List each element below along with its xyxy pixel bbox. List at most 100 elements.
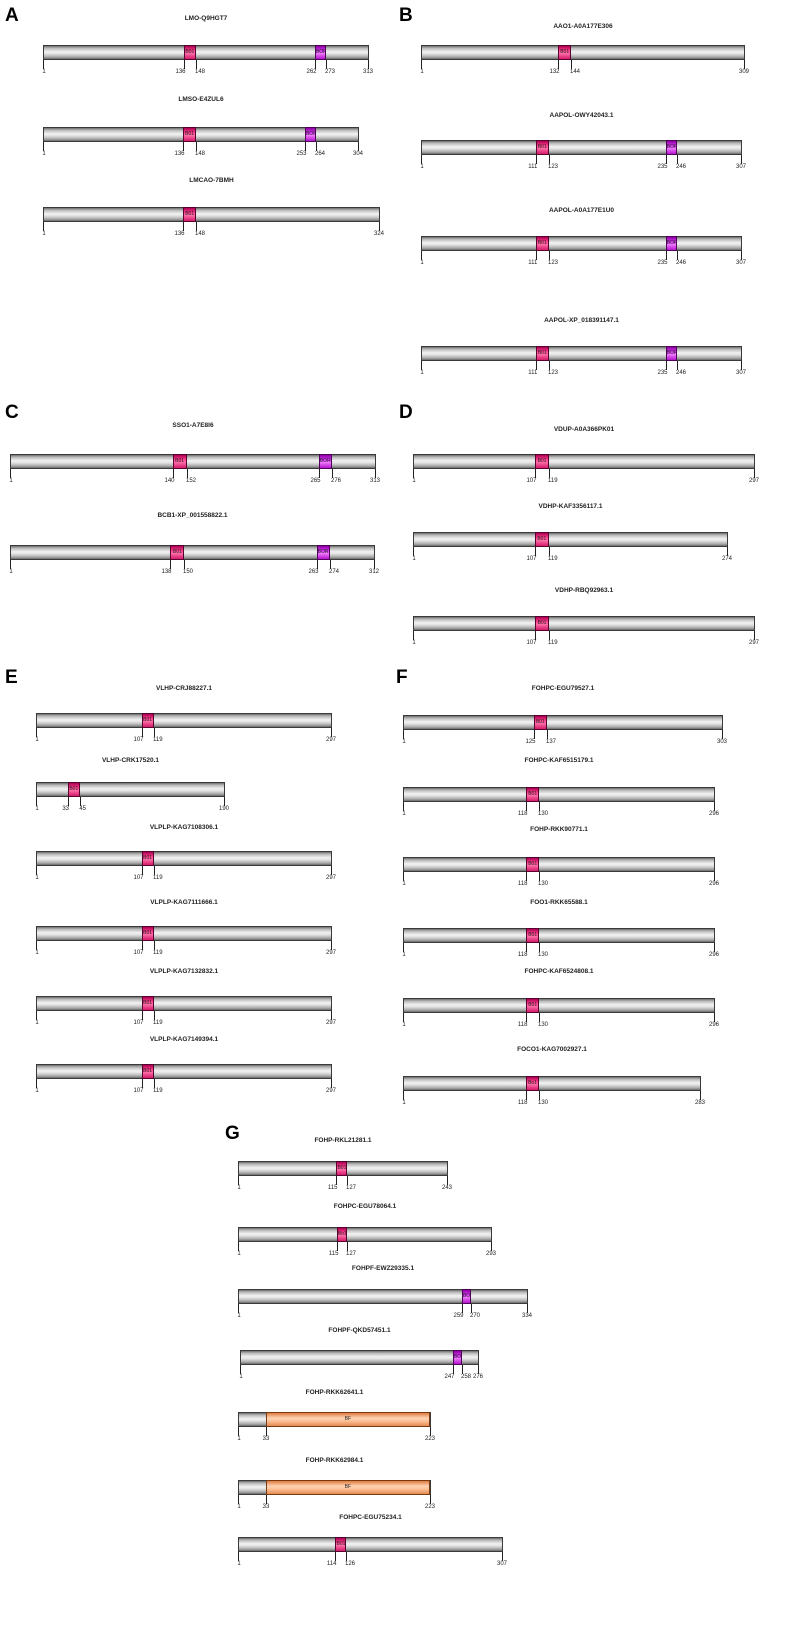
tick-fohpc-egu78064-1 bbox=[337, 1242, 338, 1251]
tick-vlhp-crk17520-1 bbox=[68, 797, 69, 806]
tick-vlhp-crk17520-1 bbox=[80, 797, 81, 806]
tick-label-aapol-a0a177e1u0: 111 bbox=[528, 260, 538, 266]
tick-lmso-e4zul6 bbox=[358, 142, 359, 151]
tick-aapol-xp-018391147-1 bbox=[741, 361, 742, 370]
domain-bor-fohpf-qkd57451-1: BOR bbox=[452, 1350, 463, 1365]
tick-label-lmso-e4zul6: 148 bbox=[194, 151, 206, 157]
tick-label-fohpf-qkd57451-1: 276 bbox=[472, 1374, 484, 1380]
tick-label-fohpf-ewz29335-1: 270 bbox=[469, 1313, 481, 1319]
tick-label-fohp-rkk62641-1: 33 bbox=[262, 1436, 270, 1442]
protein-title-fohpc-kaf6524808-1: FOHPC-KAF6524808.1 bbox=[524, 968, 594, 975]
tick-fohpc-egu79527-1 bbox=[547, 730, 548, 739]
tick-label-fohpc-egu79527-1: 125 bbox=[525, 739, 536, 745]
tick-fohpc-egu75234-1 bbox=[335, 1552, 336, 1561]
tick-label-vdhp-kaf3356117-1: 107 bbox=[526, 556, 537, 562]
tick-fohp-rkk62984-1 bbox=[266, 1495, 267, 1504]
tick-lmcao-7bmh bbox=[183, 222, 184, 231]
tick-label-fohpf-qkd57451-1: 258 bbox=[460, 1374, 472, 1380]
tick-vdhp-kaf3356117-1 bbox=[535, 547, 536, 556]
tick-label-vdhp-rbq92963-1: 119 bbox=[548, 640, 558, 646]
tick-aao1-a0a177e306 bbox=[558, 60, 559, 69]
domain-bor-sso1-a7e8i6: BOR bbox=[318, 454, 332, 469]
tick-vlplp-kag7108306-1 bbox=[36, 866, 37, 875]
panel-letter-g: G bbox=[225, 1123, 240, 1144]
tick-label-foo1-rkk65588-1: 1 bbox=[402, 952, 406, 958]
protein-title-aapol-xp-018391147-1: AAPOL-XP_018391147.1 bbox=[544, 317, 619, 324]
tick-vdup-a0a366pk01 bbox=[549, 469, 550, 478]
domain-bor-fohpf-ewz29335-1: BOR bbox=[461, 1289, 472, 1304]
tick-fohp-rkk62984-1 bbox=[238, 1495, 239, 1504]
tick-aapol-a0a177e1u0 bbox=[741, 251, 742, 260]
protein-title-aapol-owy42043-1: AAPOL-OWY42043.1 bbox=[549, 112, 614, 119]
tick-label-lmcao-7bmh: 324 bbox=[373, 231, 385, 237]
tick-label-sso1-a7e8i6: 140 bbox=[164, 478, 175, 484]
tick-fohp-rkk62641-1 bbox=[430, 1427, 431, 1436]
tick-label-sso1-a7e8i6: 276 bbox=[330, 478, 342, 484]
panel-letter-f: F bbox=[396, 667, 408, 688]
domain-b01-fohpc-kaf6524808-1: B01 bbox=[526, 998, 539, 1013]
tick-vlplp-kag7111666-1 bbox=[154, 941, 155, 950]
tick-fohpf-ewz29335-1 bbox=[527, 1304, 528, 1313]
domain-b01-bcb1-xp-001558822-1: B01 bbox=[170, 545, 185, 560]
tick-lmso-e4zul6 bbox=[305, 142, 306, 151]
tick-label-aapol-a0a177e1u0: 123 bbox=[547, 260, 559, 266]
tick-label-lmso-e4zul6: 253 bbox=[296, 151, 307, 157]
panel-letter-c: C bbox=[5, 402, 19, 423]
protein-bar-fohp-rkk90771-1: B01 bbox=[403, 857, 715, 872]
tick-fohpf-ewz29335-1 bbox=[462, 1304, 463, 1313]
domain-b01-fohpc-egu78064-1: Bo1 bbox=[336, 1227, 348, 1242]
tick-fohpf-ewz29335-1 bbox=[238, 1304, 239, 1313]
protein-bar-fohp-rkl21281-1: B01 bbox=[238, 1161, 448, 1176]
tick-label-fohpc-egu79527-1: 303 bbox=[716, 739, 728, 745]
tick-fohp-rkl21281-1 bbox=[347, 1176, 348, 1185]
protein-bar-vlhp-crk17520-1: B01 bbox=[36, 782, 225, 797]
domain-b01-lmcao-7bmh: B01 bbox=[183, 207, 196, 222]
tick-fohpc-egu75234-1 bbox=[346, 1552, 347, 1561]
protein-bar-vlhp-crj88227-1: B01 bbox=[36, 713, 332, 728]
protein-bar-vdup-a0a366pk01: B01 bbox=[413, 454, 755, 469]
tick-label-vlplp-kag7108306-1: 297 bbox=[325, 875, 337, 881]
protein-title-vlplp-kag7111666-1: VLPLP-KAG7111666.1 bbox=[150, 899, 218, 906]
protein-title-fohp-rkk62984-1: FOHP-RKK62984.1 bbox=[305, 1457, 364, 1464]
tick-lmso-e4zul6 bbox=[316, 142, 317, 151]
tick-sso1-a7e8i6 bbox=[319, 469, 320, 478]
tick-aapol-owy42043-1 bbox=[666, 155, 667, 164]
tick-vlplp-kag7132832-1 bbox=[154, 1011, 155, 1020]
tick-aapol-owy42043-1 bbox=[677, 155, 678, 164]
tick-label-vlplp-kag7132832-1: 1 bbox=[35, 1020, 39, 1026]
protein-title-lmo-q9hgt7: LMO-Q9HGT7 bbox=[184, 15, 228, 22]
tick-fohpc-egu75234-1 bbox=[502, 1552, 503, 1561]
tick-vlhp-crj88227-1 bbox=[154, 728, 155, 737]
tick-foo1-rkk65588-1 bbox=[539, 943, 540, 952]
tick-label-fohp-rkk62641-1: 1 bbox=[237, 1436, 241, 1442]
tick-label-vlplp-kag7149394-1: 1 bbox=[35, 1088, 39, 1094]
domain-b01-fohpc-kaf6515179-1: B01 bbox=[526, 787, 539, 802]
tick-label-vlplp-kag7111666-1: 119 bbox=[153, 950, 163, 956]
protein-title-fohpc-egu79527-1: FOHPC-EGU79527.1 bbox=[531, 685, 595, 692]
tick-label-vlplp-kag7108306-1: 1 bbox=[35, 875, 39, 881]
tick-label-aapol-xp-018391147-1: 307 bbox=[735, 370, 747, 376]
tick-label-vdhp-kaf3356117-1: 274 bbox=[721, 556, 733, 562]
tick-label-vlplp-kag7111666-1: 107 bbox=[133, 950, 144, 956]
tick-label-vdup-a0a366pk01: 297 bbox=[748, 478, 760, 484]
protein-title-vlhp-crj88227-1: VLHP-CRJ88227.1 bbox=[156, 685, 212, 692]
protein-title-bcb1-xp-001558822-1: BCB1-XP_001558822.1 bbox=[157, 512, 228, 519]
tick-label-bcb1-xp-001558822-1: 1 bbox=[9, 569, 13, 575]
tick-label-fohpc-kaf6515179-1: 296 bbox=[708, 811, 720, 817]
tick-label-fohp-rkk62984-1: 33 bbox=[262, 1504, 270, 1510]
tick-label-aapol-a0a177e1u0: 246 bbox=[675, 260, 687, 266]
tick-label-vlplp-kag7149394-1: 297 bbox=[325, 1088, 337, 1094]
tick-vlplp-kag7108306-1 bbox=[142, 866, 143, 875]
domain-bor-lmso-e4zul6: BOR bbox=[304, 127, 317, 142]
tick-fohpc-kaf6515179-1 bbox=[539, 802, 540, 811]
protein-bar-fohp-rkk62984-1: BF bbox=[238, 1480, 431, 1495]
domain-b01-aapol-xp-018391147-1: B01 bbox=[536, 346, 549, 361]
protein-bar-aao1-a0a177e306: B01 bbox=[421, 45, 745, 60]
tick-label-aao1-a0a177e306: 309 bbox=[738, 69, 750, 75]
tick-label-fohpc-egu78064-1: 127 bbox=[345, 1251, 357, 1257]
tick-aapol-owy42043-1 bbox=[549, 155, 550, 164]
tick-label-vlhp-crj88227-1: 1 bbox=[35, 737, 39, 743]
